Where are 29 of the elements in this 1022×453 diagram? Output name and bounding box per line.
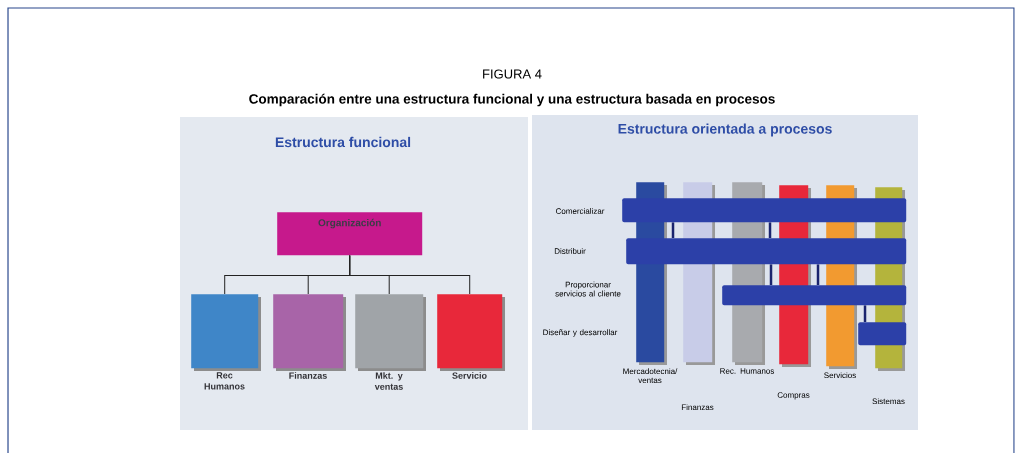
- process-label: Distribuir: [554, 248, 586, 254]
- figure-caption: Comparación entre una estructura funcional y una estructura basada en procesos: [249, 93, 775, 107]
- panel-title: Estructura orientada a procesos: [618, 123, 832, 137]
- figure-number: FIGURA 4: [483, 69, 542, 79]
- process-band: [622, 198, 907, 223]
- connector-line: [671, 222, 675, 238]
- department-label: Servicios: [824, 372, 856, 379]
- connector-line: [768, 222, 772, 238]
- organization-box: Organización: [277, 212, 423, 256]
- process-band: [722, 285, 907, 306]
- process-label: Diseñar y desarrollar: [543, 329, 618, 337]
- department-label: Mercadotecnia/ ventas: [623, 368, 678, 384]
- department-label: Compras: [777, 392, 810, 400]
- connector-line: [349, 254, 471, 295]
- department-label: Finanzas: [681, 404, 714, 411]
- department-label: Sistemas: [872, 398, 905, 405]
- process-band: [858, 322, 907, 346]
- department-label: Mkt. y ventas: [374, 372, 403, 390]
- process-label: Comercializar: [555, 208, 605, 214]
- process-label: Proporcionar servicios al cliente: [555, 281, 621, 297]
- department-label: Rec Humanos: [204, 372, 245, 390]
- connector-line: [863, 305, 867, 322]
- department-label: Rec. Humanos: [720, 368, 775, 374]
- process-band: [626, 238, 907, 265]
- department-label: Finanzas: [289, 372, 327, 379]
- panel-title: Estructura funcional: [275, 136, 411, 148]
- department-label: Servicio: [452, 372, 487, 379]
- connector-line: [769, 264, 773, 285]
- connector-line: [816, 264, 820, 285]
